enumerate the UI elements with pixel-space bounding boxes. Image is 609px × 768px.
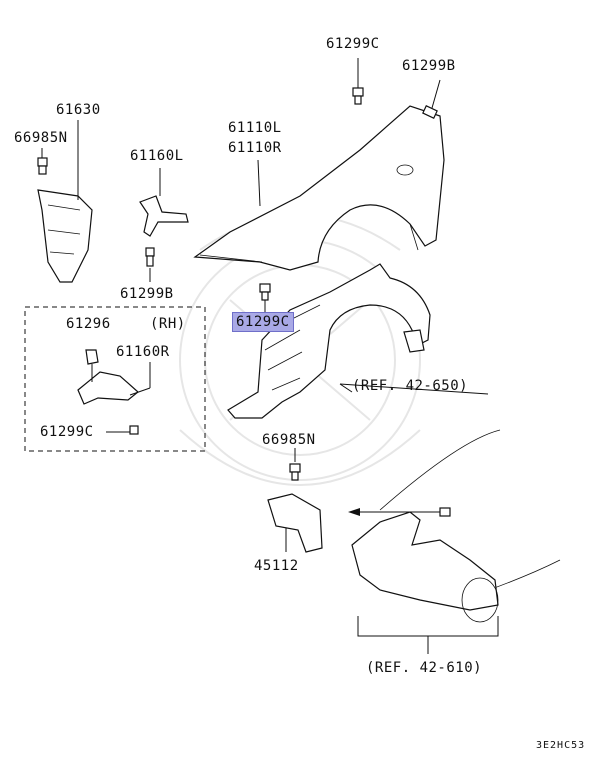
bolt-61299c-top (352, 58, 364, 105)
label-61110r: 61110R (228, 140, 282, 156)
label-ref-42-650: (REF. 42-650) (352, 378, 469, 394)
label-61299c-highlighted[interactable]: 61299C (232, 312, 294, 332)
rh-parts (77, 349, 151, 435)
label-66985n-left: 66985N (14, 130, 68, 146)
leader-lines (91, 159, 489, 462)
label-61299c-top: 61299C (326, 36, 380, 52)
rh-group-box (24, 306, 206, 452)
label-61299b-top: 61299B (402, 58, 456, 74)
label-61160l: 61160L (130, 148, 184, 164)
bracket-45112 (267, 463, 323, 553)
front-fender (193, 105, 445, 271)
bumper-assembly (348, 429, 561, 654)
label-61110l: 61110L (228, 120, 282, 136)
splash-shield-61630 (37, 120, 93, 283)
bracket-61160l (139, 168, 189, 267)
label-66985n-mid: 66985N (262, 432, 316, 448)
label-61160r: 61160R (116, 344, 170, 360)
bolt-61299c-liner (259, 283, 271, 312)
label-61296: 61296 (66, 316, 111, 332)
label-45112: 45112 (254, 558, 299, 574)
label-61299c-left: 61299C (40, 424, 94, 440)
label-61630: 61630 (56, 102, 101, 118)
fender-liner (227, 263, 431, 419)
label-ref-42-610: (REF. 42-610) (366, 660, 483, 676)
label-61299b-left: 61299B (120, 286, 174, 302)
diagram-code: 3E2HC53 (536, 740, 586, 751)
bolt-61299b-top (422, 79, 441, 119)
label-rh: (RH) (150, 316, 186, 332)
